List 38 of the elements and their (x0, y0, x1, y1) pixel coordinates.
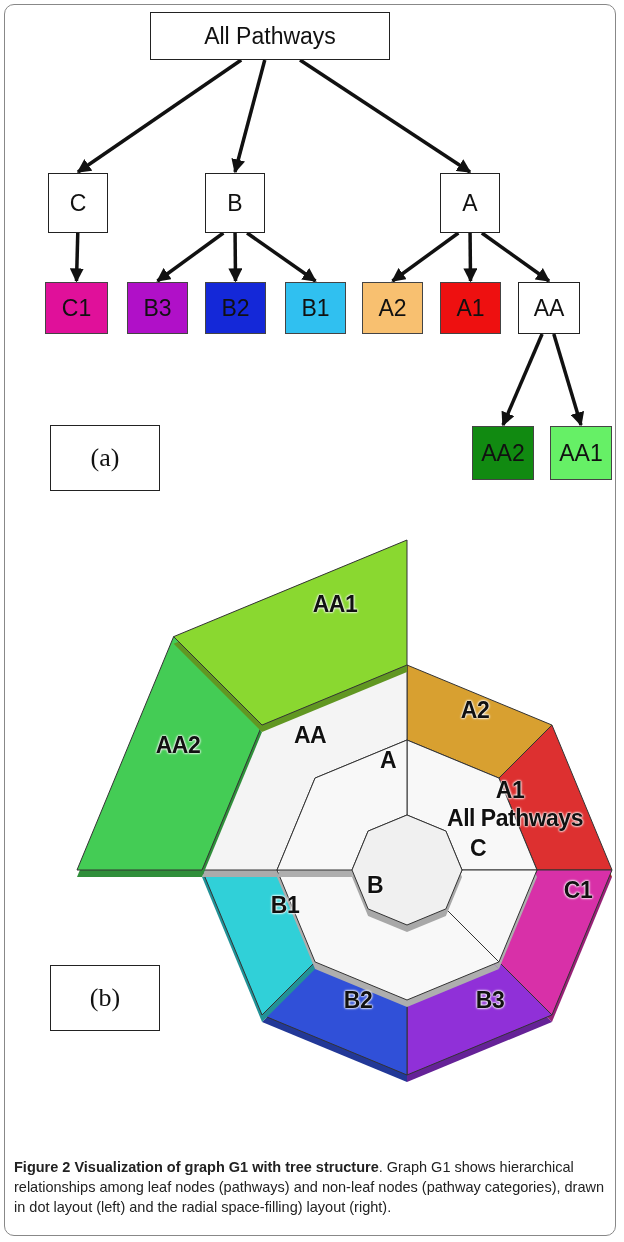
sector-label: B3 (475, 986, 505, 1014)
arrow (69, 232, 84, 283)
arrow (391, 231, 460, 283)
tree-node-box: A1 (440, 282, 501, 334)
sector-label: AA (293, 721, 327, 749)
arrow (501, 333, 544, 427)
arrow (228, 233, 243, 283)
tree-node-box: AA1 (550, 426, 612, 480)
sector-label: A (379, 746, 397, 774)
arrow (246, 231, 317, 283)
sector-label: C (469, 834, 487, 862)
arrow (231, 59, 267, 174)
panel-label-box: (b) (50, 965, 160, 1031)
arrow (76, 58, 243, 174)
sector-label: C1 (563, 876, 593, 904)
tree-node-box: C1 (45, 282, 108, 334)
figure-caption: Figure 2 Visualization of graph G1 with tree structure. Graph G1 shows hierarchical relationships among leaf nodes (pathways) and non-leaf nodes (pathway categories), drawn in dot layout (left) and the radial space-filling) layout (right). (14, 1158, 605, 1217)
arrow (299, 58, 472, 174)
sector-label: A2 (460, 696, 490, 724)
tree-node-box: A2 (362, 282, 423, 334)
tree-node-box: B (205, 173, 265, 233)
tree-node-box: AA (518, 282, 580, 334)
sector-label: B (366, 871, 384, 899)
tree-node-box: AA2 (472, 426, 534, 480)
panel-label-box: (a) (50, 425, 160, 491)
sector-label: AA2 (155, 731, 201, 759)
tree-node-box: B1 (285, 282, 346, 334)
tree-node-box: A (440, 173, 500, 233)
arrow (552, 333, 585, 427)
arrow (480, 231, 551, 283)
tree-node-box: C (48, 173, 108, 233)
arrow (156, 231, 225, 283)
arrow (463, 233, 478, 283)
tree-node-box: B2 (205, 282, 266, 334)
tree-node-box: All Pathways (150, 12, 390, 60)
sector-label: B2 (343, 986, 373, 1014)
tree-node-box: B3 (127, 282, 188, 334)
sector-label: AA1 (312, 590, 358, 618)
